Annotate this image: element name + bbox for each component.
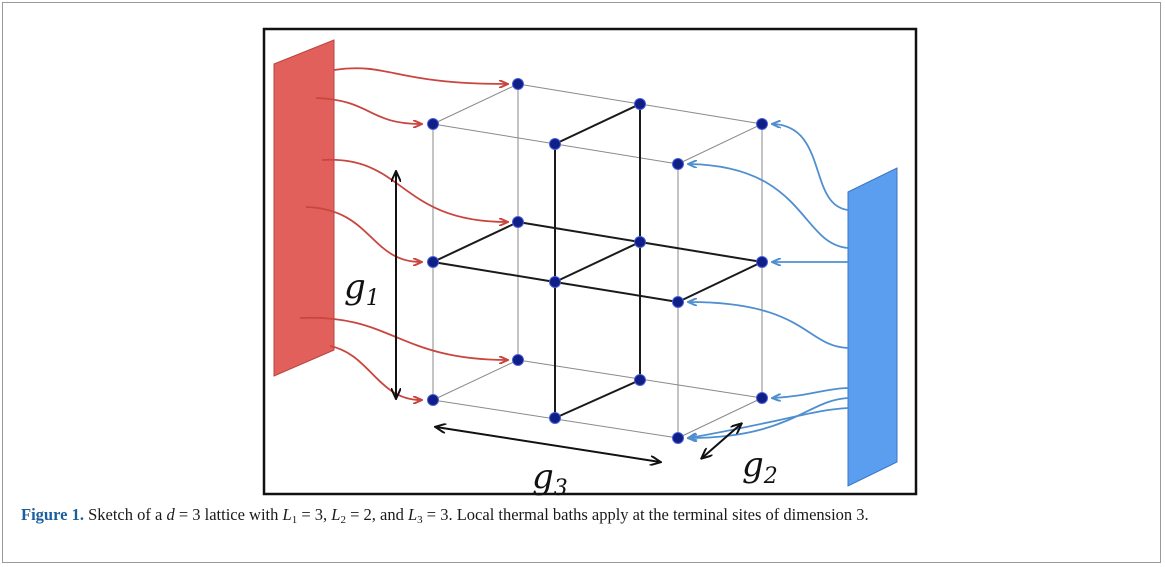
hot-bath-plate — [273, 39, 335, 377]
site — [756, 118, 768, 130]
site — [634, 98, 646, 110]
hot-arrow — [321, 158, 507, 222]
site — [756, 256, 768, 268]
site — [512, 78, 524, 90]
g2-label: g2 — [742, 445, 778, 489]
g3-dimension-arrow — [436, 427, 660, 462]
lattice-sites — [427, 78, 768, 444]
site — [672, 158, 684, 170]
cold-arrow — [689, 164, 849, 249]
cold-arrow — [689, 302, 849, 349]
g3-label: g3 — [532, 457, 568, 501]
g1-label: g1 — [344, 267, 380, 311]
hot-arrow — [305, 206, 421, 262]
site — [512, 216, 524, 228]
site — [634, 374, 646, 386]
site — [756, 392, 768, 404]
site — [672, 432, 684, 444]
hot-arrow — [333, 67, 507, 84]
cold-arrow — [773, 124, 849, 211]
site — [549, 412, 561, 424]
figure-number: Figure 1. — [21, 505, 84, 524]
site — [549, 276, 561, 288]
cold-bath-plate — [847, 167, 898, 487]
site — [427, 394, 439, 406]
site — [512, 354, 524, 366]
site — [427, 118, 439, 130]
site — [634, 236, 646, 248]
site — [672, 296, 684, 308]
cold-arrow — [773, 387, 849, 398]
site — [427, 256, 439, 268]
figure-caption: Figure 1. Sketch of a d = 3 lattice with… — [21, 505, 869, 526]
hot-arrow — [329, 345, 421, 400]
site — [549, 138, 561, 150]
hot-arrow — [315, 97, 421, 124]
g2-dimension-arrow — [702, 424, 741, 458]
